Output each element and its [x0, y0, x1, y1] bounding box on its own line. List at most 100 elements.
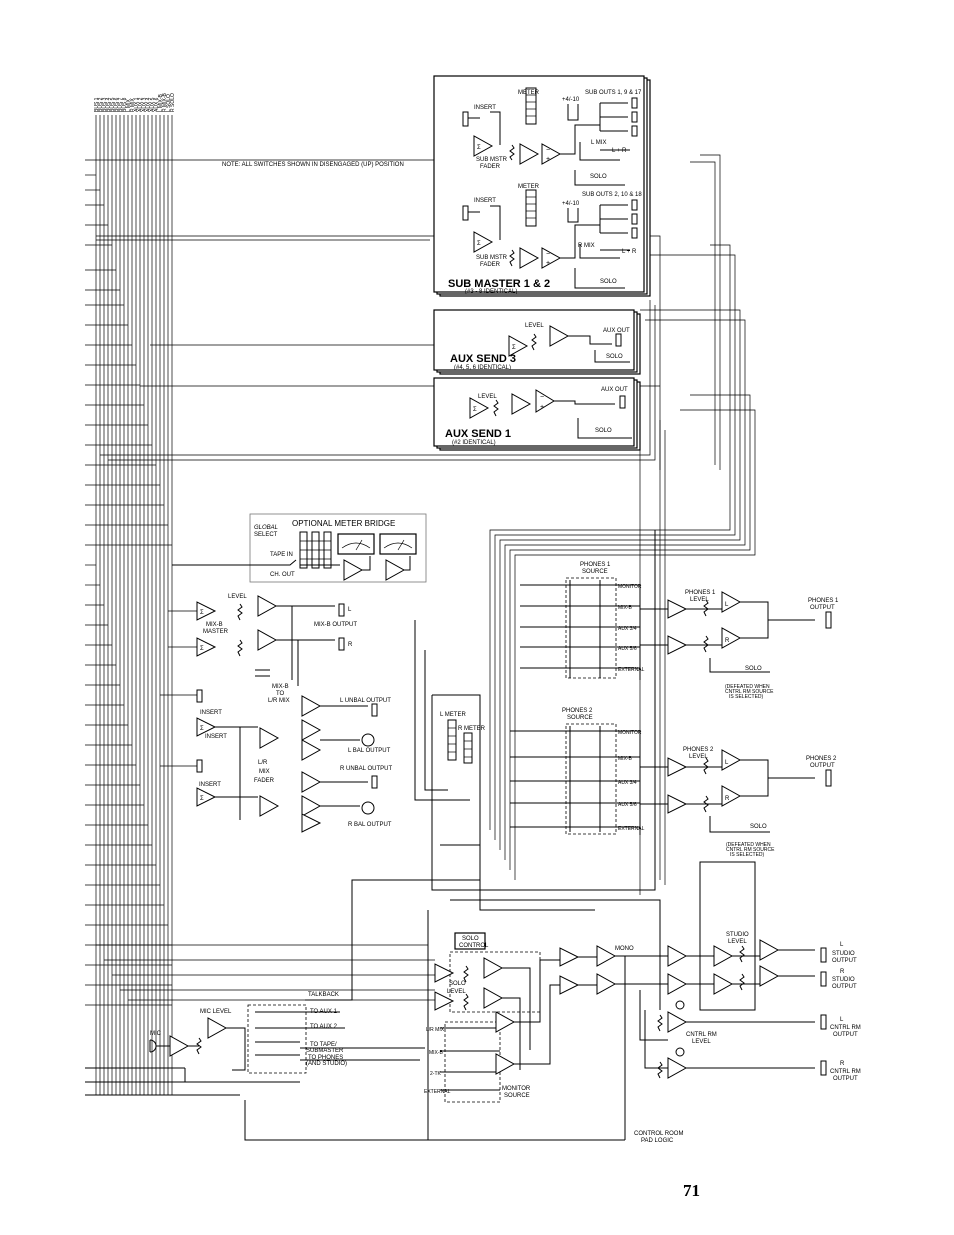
- studio-l-jack[interactable]: [820, 947, 827, 963]
- amp-icon: [301, 795, 322, 817]
- svg-text:Σ: Σ: [200, 726, 204, 732]
- output-jack[interactable]: [631, 199, 638, 211]
- summing-amp-icon: [559, 975, 580, 995]
- bus-label: BUS 3: [102, 97, 108, 112]
- amp-icon: [721, 627, 742, 649]
- l-bal-label: L BAL OUTPUT: [348, 748, 391, 754]
- fader-icon: [509, 249, 515, 267]
- mix-b-to-label: L/R MIX: [268, 698, 290, 704]
- insert-jack[interactable]: [462, 205, 469, 221]
- phones-option: MIX-B: [618, 756, 633, 762]
- fader-label: L/R: [258, 760, 268, 766]
- phones-output-jack[interactable]: [825, 769, 832, 787]
- studio-r-label: STUDIO: [832, 977, 855, 983]
- output-jack[interactable]: [631, 213, 638, 225]
- studio-l-label: L: [840, 942, 844, 948]
- r-unbal-jack[interactable]: [371, 775, 378, 789]
- r-bal-label: R BAL OUTPUT: [348, 822, 392, 828]
- amp-icon: [667, 1057, 688, 1079]
- insert-label: INSERT: [199, 782, 221, 788]
- amp-icon: [519, 143, 540, 165]
- phones-level-label: PHONES 1: [685, 590, 716, 596]
- bus-label: AUX 2: [138, 97, 144, 112]
- defeat-note: IS SELECTED): [730, 852, 765, 858]
- section-subtitle: (#2 IDENTICAL): [452, 440, 496, 446]
- output-jack[interactable]: [631, 97, 638, 109]
- mix-b-r-jack[interactable]: [338, 637, 345, 651]
- mix-b-to-label: MIX-B: [272, 684, 289, 690]
- l-xlr-icon[interactable]: [361, 733, 375, 747]
- to-tape-label: SUBMASTER: [306, 1048, 344, 1054]
- bus-labels: BUS 1 BUS 2 BUS 3 BUS 4 BUS 5 BUS 6 BUS …: [94, 92, 176, 112]
- phones-option: AUX 3/4: [618, 626, 637, 632]
- svg-text:R: R: [725, 796, 730, 802]
- amp-icon: [759, 965, 780, 987]
- talkback-section: MIC MIC LEVEL TALKBACK TO AUX 1 TO AUX 2…: [149, 879, 480, 1096]
- svg-text:Σ: Σ: [477, 241, 481, 247]
- studio-level-label: LEVEL: [728, 939, 747, 945]
- phones-2-section: PHONES 2 SOURCE MONITOR MIX-B AUX 3/4 AU…: [510, 708, 837, 858]
- phones-output-jack[interactable]: [825, 611, 832, 629]
- output-jack[interactable]: [631, 227, 638, 239]
- defeat-note: CNTRL RM SOURCE: [725, 689, 774, 695]
- meter-bridge-section: OPTIONAL METER BRIDGE GLOBAL SELECT TAPE…: [172, 513, 427, 583]
- level-label: LEVEL: [228, 594, 247, 600]
- bus-label: BUS 2: [98, 97, 104, 112]
- solo-label: SOLO: [745, 666, 762, 672]
- insert-jack[interactable]: [196, 759, 203, 773]
- bus-label: BUS 6: [114, 97, 120, 112]
- insert-jack[interactable]: [196, 689, 203, 703]
- insert-label: INSERT: [474, 198, 496, 204]
- solo-label: SOLO: [606, 354, 623, 360]
- monitor-option: MIX-B: [429, 1050, 444, 1056]
- summing-amp-icon: [667, 599, 688, 619]
- amp-icon: [257, 595, 278, 617]
- sub-master-channel-2: INSERT Σ METER SUB MSTR FADER −+ +4/-10 …: [462, 184, 642, 289]
- defeat-note: CNTRL RM SOURCE: [726, 847, 775, 853]
- studio-r-label: R: [840, 969, 845, 975]
- cr-level-label: LEVEL: [692, 1039, 711, 1045]
- amp-icon: [495, 1053, 516, 1075]
- l-unbal-jack[interactable]: [371, 703, 378, 717]
- output-jack[interactable]: [631, 125, 638, 137]
- page-number: 71: [683, 1181, 700, 1200]
- cr-r-label: CNTRL RM: [830, 1069, 861, 1075]
- svg-text:−: −: [546, 147, 550, 154]
- amp-icon: [511, 393, 532, 415]
- level-pot-icon: [703, 599, 709, 653]
- r-xlr-icon[interactable]: [361, 801, 375, 815]
- aux-out-jack[interactable]: [615, 333, 622, 347]
- studio-r-jack[interactable]: [820, 971, 827, 987]
- solo-label: SOLO: [595, 428, 612, 434]
- to-tape-label: TO TAPE/: [310, 1042, 337, 1048]
- aux-out-jack[interactable]: [619, 395, 626, 409]
- solo-level-label: SOLO: [449, 981, 466, 987]
- meter-led-icon: [463, 732, 473, 764]
- amp-icon: [667, 1011, 688, 1033]
- level-pot-icon: [237, 603, 243, 621]
- cr-r-jack[interactable]: [820, 1060, 827, 1076]
- summing-amp-icon: [196, 717, 217, 737]
- solo-label: SOLO: [750, 824, 767, 830]
- amp-icon: [483, 987, 504, 1009]
- phones-source-label: PHONES 2: [562, 708, 593, 714]
- to-phones-label: TO PHONES: [308, 1055, 343, 1061]
- monitor-source-label: SOURCE: [504, 1093, 530, 1099]
- output-jack[interactable]: [631, 111, 638, 123]
- lr-label: L + R: [622, 249, 637, 255]
- tape-in-label: TAPE IN: [270, 552, 293, 558]
- mix-b-l-jack[interactable]: [338, 603, 345, 617]
- section-title: AUX SEND 3: [450, 353, 516, 365]
- cr-r-label: OUTPUT: [833, 1076, 858, 1082]
- cr-l-jack[interactable]: [820, 1014, 827, 1030]
- bus-vertical-lines: [95, 115, 173, 1095]
- lr-meters: L METER R METER: [414, 620, 486, 860]
- svg-text:+: +: [546, 260, 550, 267]
- amp-icon: [535, 389, 555, 413]
- routing-wires: [96, 154, 756, 895]
- amp-icon: [169, 1035, 190, 1057]
- aux-out-label: AUX OUT: [601, 387, 628, 393]
- cr-level-label: CNTRL RM: [686, 1032, 717, 1038]
- insert-jack[interactable]: [462, 111, 469, 127]
- amp-icon: [301, 771, 322, 793]
